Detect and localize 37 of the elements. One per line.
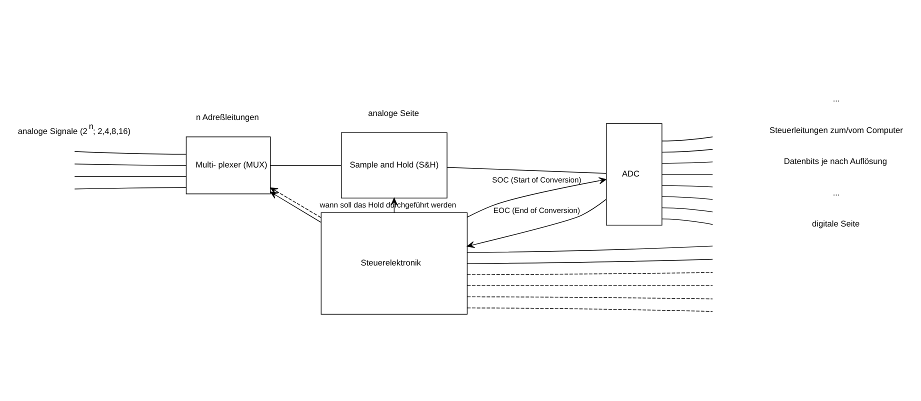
edge-label: EOC (End of Conversion) xyxy=(493,206,580,216)
connector xyxy=(662,218,713,225)
label: ... xyxy=(832,93,840,104)
connector xyxy=(74,187,187,190)
connector xyxy=(466,246,713,253)
connector xyxy=(74,176,187,177)
connector xyxy=(662,149,713,152)
connector xyxy=(662,185,713,188)
label: ... xyxy=(832,187,840,198)
arrow xyxy=(466,177,606,218)
connector xyxy=(466,258,713,264)
node-box: Steuerelektronik xyxy=(320,212,468,315)
connector xyxy=(662,207,713,212)
arrow xyxy=(270,187,322,218)
connector xyxy=(662,136,713,142)
connector xyxy=(270,165,342,166)
connector xyxy=(466,308,713,312)
connector xyxy=(74,151,187,155)
label: Datenbits je nach Auflösung xyxy=(784,156,888,166)
connector xyxy=(662,196,713,200)
connector xyxy=(662,162,713,164)
node-box: Multi- plexer (MUX) xyxy=(186,136,271,194)
label: Steuerleitungen zum/vom Computer xyxy=(770,124,903,135)
connector xyxy=(466,272,713,275)
connector xyxy=(446,167,606,174)
arrow xyxy=(466,198,607,248)
label: n Adreßleitungen xyxy=(196,112,259,122)
node-box: Sample and Hold (S&H) xyxy=(340,132,448,198)
edge-label: SOC (Start of Conversion) xyxy=(492,176,582,185)
arrow xyxy=(270,192,322,223)
connector xyxy=(662,174,713,175)
connector xyxy=(74,164,187,166)
label: analoge Seite xyxy=(368,108,420,118)
label: digitale Seite xyxy=(812,218,860,229)
node-box: ADC xyxy=(606,123,662,226)
connector xyxy=(466,296,713,300)
connector xyxy=(466,285,713,286)
